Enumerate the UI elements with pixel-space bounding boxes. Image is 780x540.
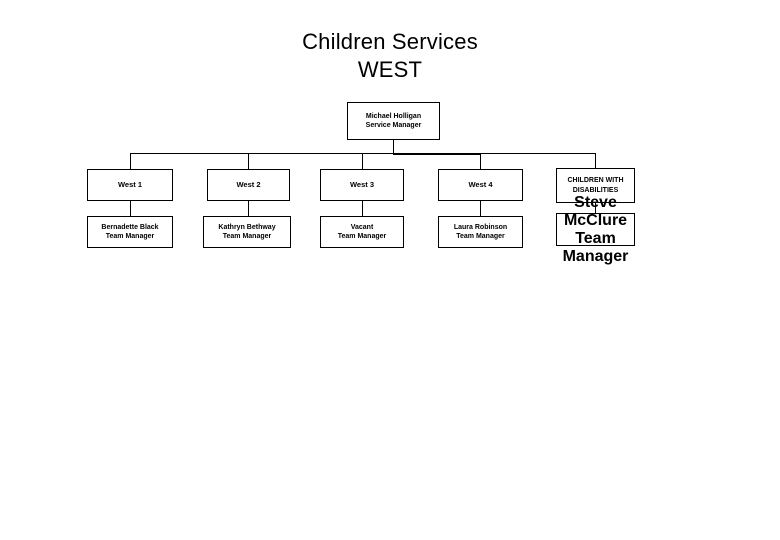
connector-drop-west-4: [480, 153, 481, 169]
connector-cwd-to-manager: [595, 203, 596, 213]
node-team-west-3[interactable]: West 3: [320, 169, 404, 201]
connector-west-3-to-manager: [362, 200, 363, 216]
node-team-west-1-label: West 1: [117, 180, 143, 189]
node-team-west-1[interactable]: West 1: [87, 169, 173, 201]
connector-root-stem: [393, 140, 394, 154]
node-manager-west-2[interactable]: Kathryn Bethway Team Manager: [203, 216, 291, 248]
node-team-children-with-disabilities[interactable]: CHILDREN WITH DISABILITIES: [556, 168, 635, 203]
node-manager-west-4[interactable]: Laura Robinson Team Manager: [438, 216, 523, 248]
node-manager-west-1[interactable]: Bernadette Black Team Manager: [87, 216, 173, 248]
connector-drop-children-with-disabilities: [595, 153, 596, 168]
node-team-west-4-label: West 4: [468, 180, 493, 189]
connector-bus-left: [130, 153, 394, 154]
connector-west-2-to-manager: [248, 200, 249, 216]
connector-west-1-to-manager: [130, 200, 131, 216]
node-team-west-2-label: West 2: [236, 180, 261, 189]
connector-west-4-to-manager: [480, 200, 481, 216]
connector-drop-west-1: [130, 153, 131, 169]
connector-bus-right: [479, 153, 596, 154]
node-service-manager-label: Michael Holligan Service Manager: [365, 112, 422, 130]
page-title: Children Services WEST: [302, 29, 478, 82]
node-manager-children-with-disabilities[interactable]: Steve McClure Team Manager: [556, 194, 635, 265]
node-service-manager[interactable]: Michael Holligan Service Manager: [347, 102, 440, 140]
connector-bus-middle: [393, 153, 480, 155]
node-team-west-2[interactable]: West 2: [207, 169, 290, 201]
node-team-west-3-label: West 3: [349, 180, 375, 189]
connector-drop-west-2: [248, 153, 249, 169]
node-manager-west-3[interactable]: Vacant Team Manager: [320, 216, 404, 248]
node-manager-children-with-disabilities-label: Steve McClure Team Manager: [562, 193, 629, 265]
node-team-west-4[interactable]: West 4: [438, 169, 523, 201]
node-manager-west-2-label: Kathryn Bethway Team Manager: [218, 223, 276, 241]
node-manager-west-3-label: Vacant Team Manager: [337, 223, 387, 241]
node-manager-west-1-label: Bernadette Black Team Manager: [101, 223, 159, 241]
connector-drop-west-3: [362, 153, 363, 169]
node-manager-west-4-label: Laura Robinson Team Manager: [453, 223, 508, 241]
node-team-children-with-disabilities-label: CHILDREN WITH DISABILITIES: [567, 177, 624, 194]
